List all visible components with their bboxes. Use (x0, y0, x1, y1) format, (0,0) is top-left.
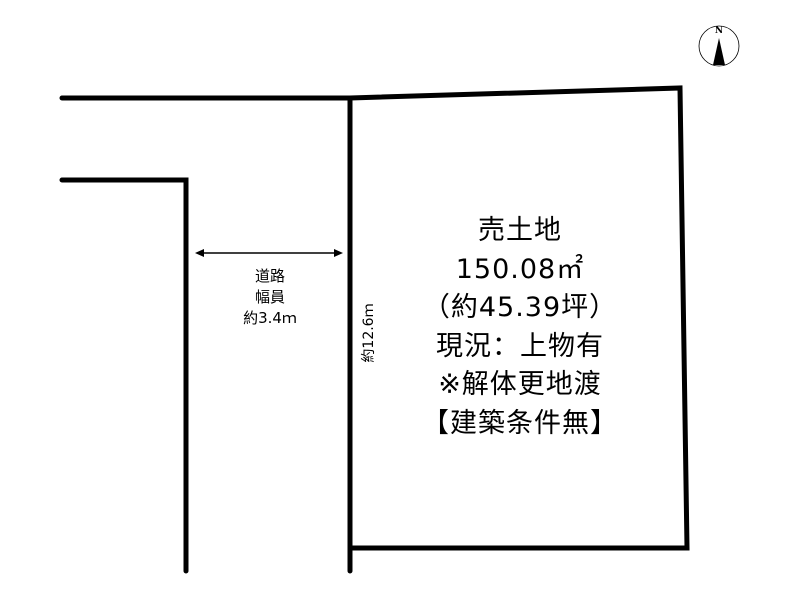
north-compass: N (698, 25, 740, 67)
road-label-line2: 幅員 (254, 288, 285, 306)
lot-depth-label: 約12.6ｍ (361, 303, 377, 363)
road-west-boundary (59, 177, 189, 574)
north-arrow-icon (698, 25, 740, 67)
lot-title: 売土地 (478, 215, 562, 246)
road-width-label: 道路 幅員 約3.4ｍ (200, 266, 340, 329)
road-label-line1: 道路 (254, 267, 285, 285)
lot-condition: 【建築条件無】 (422, 407, 618, 439)
lot-area-tsubo: （約45.39坪） (422, 292, 618, 323)
road-width-arrow (195, 249, 343, 257)
north-label: N (714, 26, 724, 36)
road-width-value: 約3.4ｍ (243, 309, 297, 327)
lot-boundary (347, 85, 690, 551)
lot-info: 売土地 150.08㎡ （約45.39坪） 現況：上物有 ※解体更地渡 【建築条… (410, 212, 630, 443)
lot-area: 150.08㎡ (455, 253, 585, 285)
lot-status: 現況：上物有 (436, 330, 604, 362)
lot-note: ※解体更地渡 (438, 369, 602, 400)
